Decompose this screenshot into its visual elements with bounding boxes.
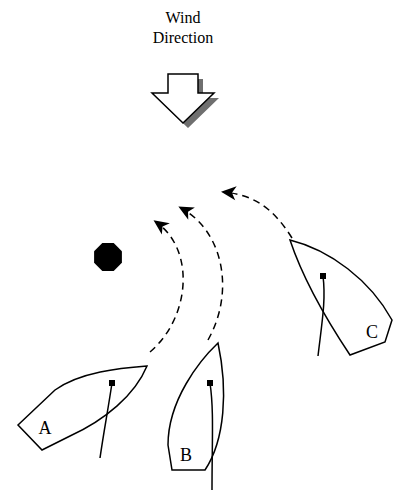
sail-line: [210, 383, 213, 490]
sail-line: [100, 383, 112, 458]
hull-outline: [168, 343, 224, 470]
race-mark: [94, 243, 122, 271]
mast: [109, 380, 115, 386]
boat-hull: [12, 358, 154, 455]
boat-letter: A: [39, 419, 52, 437]
sailboat: B: [162, 338, 232, 475]
mast: [320, 273, 326, 279]
boat-hull: [162, 338, 232, 475]
boat-hull: [284, 234, 395, 360]
hull-outline: [18, 366, 147, 450]
course-path: [150, 222, 183, 352]
wind-arrow: [152, 74, 214, 123]
boat-letter: C: [366, 323, 378, 341]
hull-outline: [290, 240, 392, 355]
sailboat: C: [284, 234, 395, 360]
mast: [207, 380, 213, 386]
course-path: [224, 192, 292, 238]
course-path: [181, 208, 223, 340]
sail-line: [318, 276, 324, 356]
wind-label: Wind Direction: [140, 8, 226, 48]
boat-letter: B: [180, 446, 192, 464]
sailboat: A: [12, 358, 154, 455]
